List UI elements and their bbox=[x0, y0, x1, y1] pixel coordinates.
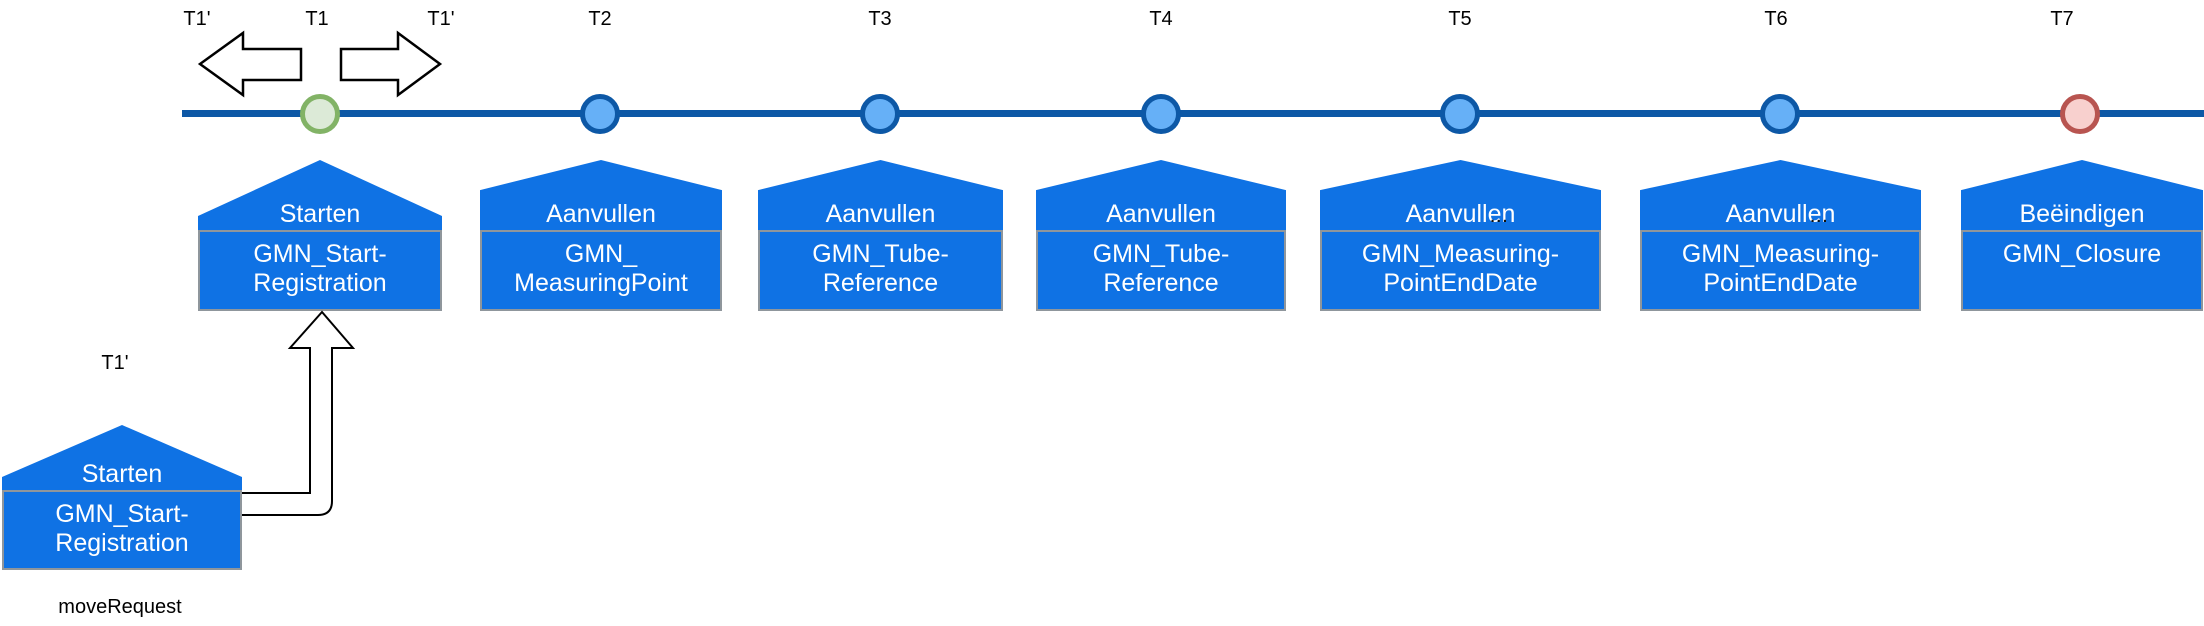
phase-line1: GMN_ bbox=[564, 240, 638, 268]
phase-box-body: GMN_ MeasuringPoint bbox=[480, 230, 722, 311]
phase-line2: Reference bbox=[822, 269, 939, 297]
phase-box-body: GMN_Tube- Reference bbox=[1036, 230, 1286, 311]
timeline-node-t1 bbox=[300, 94, 340, 134]
timeline-node-t3 bbox=[860, 94, 900, 134]
phase-line2: Registration bbox=[55, 529, 189, 557]
phase-action-label: Starten bbox=[279, 200, 361, 228]
timeline-node-t7 bbox=[2060, 94, 2100, 134]
label-t1-prime-moverequest: T1' bbox=[101, 352, 129, 374]
phase-line1: GMN_Start- bbox=[253, 240, 387, 268]
phase-line1: GMN_Start- bbox=[55, 500, 189, 528]
phase-action-label: Starten bbox=[81, 460, 163, 488]
label-t4: T4 bbox=[1149, 8, 1173, 30]
phase-line1: GMN_Measuring- bbox=[1681, 240, 1880, 268]
label-t1: T1 bbox=[305, 8, 329, 30]
phase-line1: GMN_Measuring- bbox=[1361, 240, 1560, 268]
timeline-node-t6 bbox=[1760, 94, 1800, 134]
phase-box-body: GMN_Tube- Reference bbox=[758, 230, 1003, 311]
label-t7: T7 bbox=[2050, 8, 2074, 30]
phase-action-label: Aanvullen bbox=[825, 200, 936, 228]
phase-action-label: Beëindigen bbox=[2019, 200, 2145, 228]
move-request-box: Starten GMN_Start- Registration bbox=[2, 425, 242, 570]
label-t5: T5 bbox=[1448, 8, 1472, 30]
timeline-line bbox=[182, 110, 2204, 117]
timeline-node-t2 bbox=[580, 94, 620, 134]
phase-box-body: GMN_Closure bbox=[1961, 230, 2203, 311]
timeline-node-t5 bbox=[1440, 94, 1480, 134]
phase-box-roof: Aanvullen bbox=[1036, 160, 1286, 230]
phase-line2: Reference bbox=[1103, 269, 1219, 297]
phase-action-label: Aanvullen bbox=[1725, 200, 1836, 228]
hollow-arrow-right-icon bbox=[339, 30, 443, 98]
phase-box-t7: Beëindigen GMN_Closure bbox=[1961, 160, 2203, 311]
phase-box-body: GMN_Start- Registration bbox=[2, 490, 242, 570]
label-t6: T6 bbox=[1764, 8, 1788, 30]
phase-action-label: Aanvullen bbox=[1106, 200, 1216, 228]
phase-box-roof: Beëindigen bbox=[1961, 160, 2203, 230]
phase-box-body: GMN_Start- Registration bbox=[198, 230, 442, 311]
hollow-elbow-arrow-up-icon bbox=[242, 310, 356, 516]
phase-line2: PointEndDate bbox=[1703, 269, 1858, 297]
hollow-arrow-left-icon bbox=[197, 30, 303, 98]
phase-box-t4: Aanvullen GMN_Tube- Reference bbox=[1036, 160, 1286, 311]
phase-box-t3: Aanvullen GMN_Tube- Reference bbox=[758, 160, 1003, 311]
phase-box-roof: Starten bbox=[2, 425, 242, 490]
phase-line1: GMN_Tube- bbox=[1092, 240, 1230, 268]
label-t1-prime-right: T1' bbox=[427, 8, 455, 30]
phase-box-roof: Aanvullen bbox=[480, 160, 722, 230]
phase-box-roof: Aanvullen bbox=[1320, 160, 1601, 230]
phase-box-t5: Aanvullen ... GMN_Measuring- PointEndDat… bbox=[1320, 160, 1601, 311]
phase-action-label: Aanvullen bbox=[546, 200, 656, 228]
phase-line2: PointEndDate bbox=[1383, 269, 1538, 297]
move-request-caption: moveRequest bbox=[58, 596, 182, 618]
phase-line1: GMN_Closure bbox=[2002, 240, 2162, 268]
phase-box-t6: Aanvullen ... GMN_Measuring- PointEndDat… bbox=[1640, 160, 1921, 311]
phase-box-roof: Starten bbox=[198, 160, 442, 230]
move-request-arrow bbox=[242, 310, 356, 516]
phase-box-body: GMN_Measuring- PointEndDate bbox=[1640, 230, 1921, 311]
phase-line1: GMN_Tube- bbox=[812, 240, 949, 268]
label-t3: T3 bbox=[868, 8, 892, 30]
overflow-ellipsis: ... bbox=[1810, 209, 1830, 226]
phase-line2: MeasuringPoint bbox=[514, 269, 688, 297]
phase-box-roof: Aanvullen bbox=[1640, 160, 1921, 230]
label-t2: T2 bbox=[588, 8, 612, 30]
phase-box-t2: Aanvullen GMN_ MeasuringPoint bbox=[480, 160, 722, 311]
phase-box-t1: Starten GMN_Start- Registration bbox=[198, 160, 442, 311]
phase-box-body: GMN_Measuring- PointEndDate bbox=[1320, 230, 1601, 311]
timeline-node-t4 bbox=[1141, 94, 1181, 134]
phase-action-label: Aanvullen bbox=[1405, 200, 1516, 228]
label-t1-prime-left: T1' bbox=[183, 8, 211, 30]
overflow-ellipsis: ... bbox=[1490, 209, 1510, 226]
phase-box-roof: Aanvullen bbox=[758, 160, 1003, 230]
shift-arrows bbox=[197, 30, 443, 98]
phase-line2: Registration bbox=[253, 269, 387, 297]
